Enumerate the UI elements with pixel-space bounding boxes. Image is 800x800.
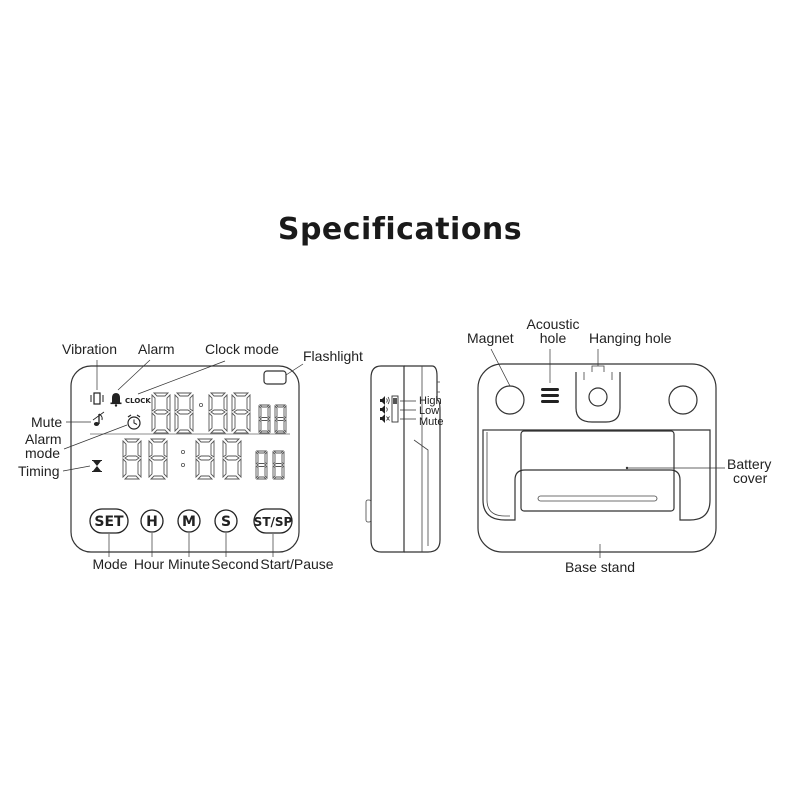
speaker-high-icon	[380, 396, 390, 405]
page-title: Specifications	[277, 212, 523, 247]
svg-text:SET: SET	[94, 514, 124, 530]
hanging-hole	[575, 365, 621, 423]
front-body-outline	[70, 365, 300, 553]
callout-magnet: Magnet	[467, 330, 514, 346]
alarm-clock-icon	[127, 414, 141, 430]
caption-mode: Mode	[92, 556, 127, 572]
start-pause-button[interactable]: ST/SP	[253, 508, 293, 534]
svg-text:ST/SP: ST/SP	[254, 515, 293, 529]
svg-text:H: H	[146, 514, 158, 530]
callout-timing: Timing	[18, 463, 60, 479]
callout-flashlight: Flashlight	[303, 348, 363, 364]
callout-acoustic-hole-line2: hole	[540, 330, 567, 346]
callout-alarm: Alarm	[138, 341, 175, 357]
mute-note-icon	[92, 411, 105, 426]
acoustic-hole	[541, 388, 559, 403]
battery-cover[interactable]	[520, 430, 675, 512]
caption-start-pause: Start/Pause	[260, 556, 333, 572]
volume-label-high: High	[419, 395, 442, 407]
magnet-right	[668, 385, 698, 415]
callout-hanging-hole: Hanging hole	[589, 330, 672, 346]
side-body-outline	[370, 365, 405, 553]
callout-acoustic-hole-line1: Acoustic	[527, 316, 580, 332]
volume-label-low: Low	[419, 405, 439, 417]
caption-second: Second	[211, 556, 258, 572]
back-body-outline	[477, 363, 717, 553]
svg-text:S: S	[221, 514, 231, 530]
set-button[interactable]: SET	[89, 508, 129, 534]
callout-vibration: Vibration	[62, 341, 117, 357]
lcd-top-row	[151, 392, 287, 434]
callout-mute: Mute	[31, 414, 62, 430]
volume-label-mute: Mute	[419, 416, 443, 428]
alarm-bell-icon	[110, 393, 122, 407]
volume-switch[interactable]	[391, 395, 399, 423]
front-view: CLOCK	[18, 341, 363, 572]
lcd-clock-label: CLOCK	[125, 397, 151, 405]
side-view: High Low Mute	[365, 365, 443, 553]
hourglass-icon	[92, 460, 102, 472]
callout-battery-cover-line1: Battery	[727, 456, 771, 472]
svg-text:M: M	[182, 514, 196, 530]
speaker-low-icon	[380, 405, 388, 414]
callout-clock-mode: Clock mode	[205, 341, 279, 357]
second-button[interactable]: S	[214, 509, 238, 533]
caption-minute: Minute	[168, 556, 210, 572]
hour-button[interactable]: H	[140, 509, 164, 533]
flashlight-window	[263, 370, 287, 385]
caption-hour: Hour	[134, 556, 165, 572]
callout-base-stand: Base stand	[565, 559, 635, 575]
callout-alarm-mode-line1: Alarm	[25, 431, 62, 447]
minute-button[interactable]: M	[177, 509, 201, 533]
magnet-left	[495, 385, 525, 415]
lcd-bottom-row	[122, 438, 285, 480]
callout-alarm-mode-line2: mode	[25, 445, 60, 461]
back-view: Magnet Acoustic hole Hanging hole Batter…	[467, 316, 771, 575]
callout-battery-cover-line2: cover	[733, 470, 768, 486]
speaker-mute-icon	[380, 414, 390, 423]
base-stand[interactable]	[482, 429, 711, 521]
vibration-icon	[90, 392, 104, 405]
